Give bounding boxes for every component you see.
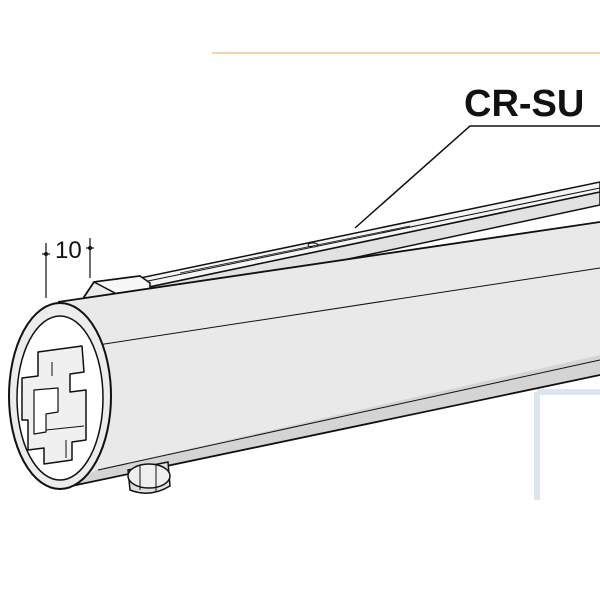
model-label: CR-SU xyxy=(464,83,584,125)
roller-tube xyxy=(57,221,600,489)
bottom-bracket xyxy=(127,461,171,494)
tube-end-face xyxy=(8,302,112,490)
dimension-label: 10 xyxy=(55,237,82,264)
leader-line xyxy=(354,125,600,229)
dimension-marker xyxy=(42,238,94,298)
